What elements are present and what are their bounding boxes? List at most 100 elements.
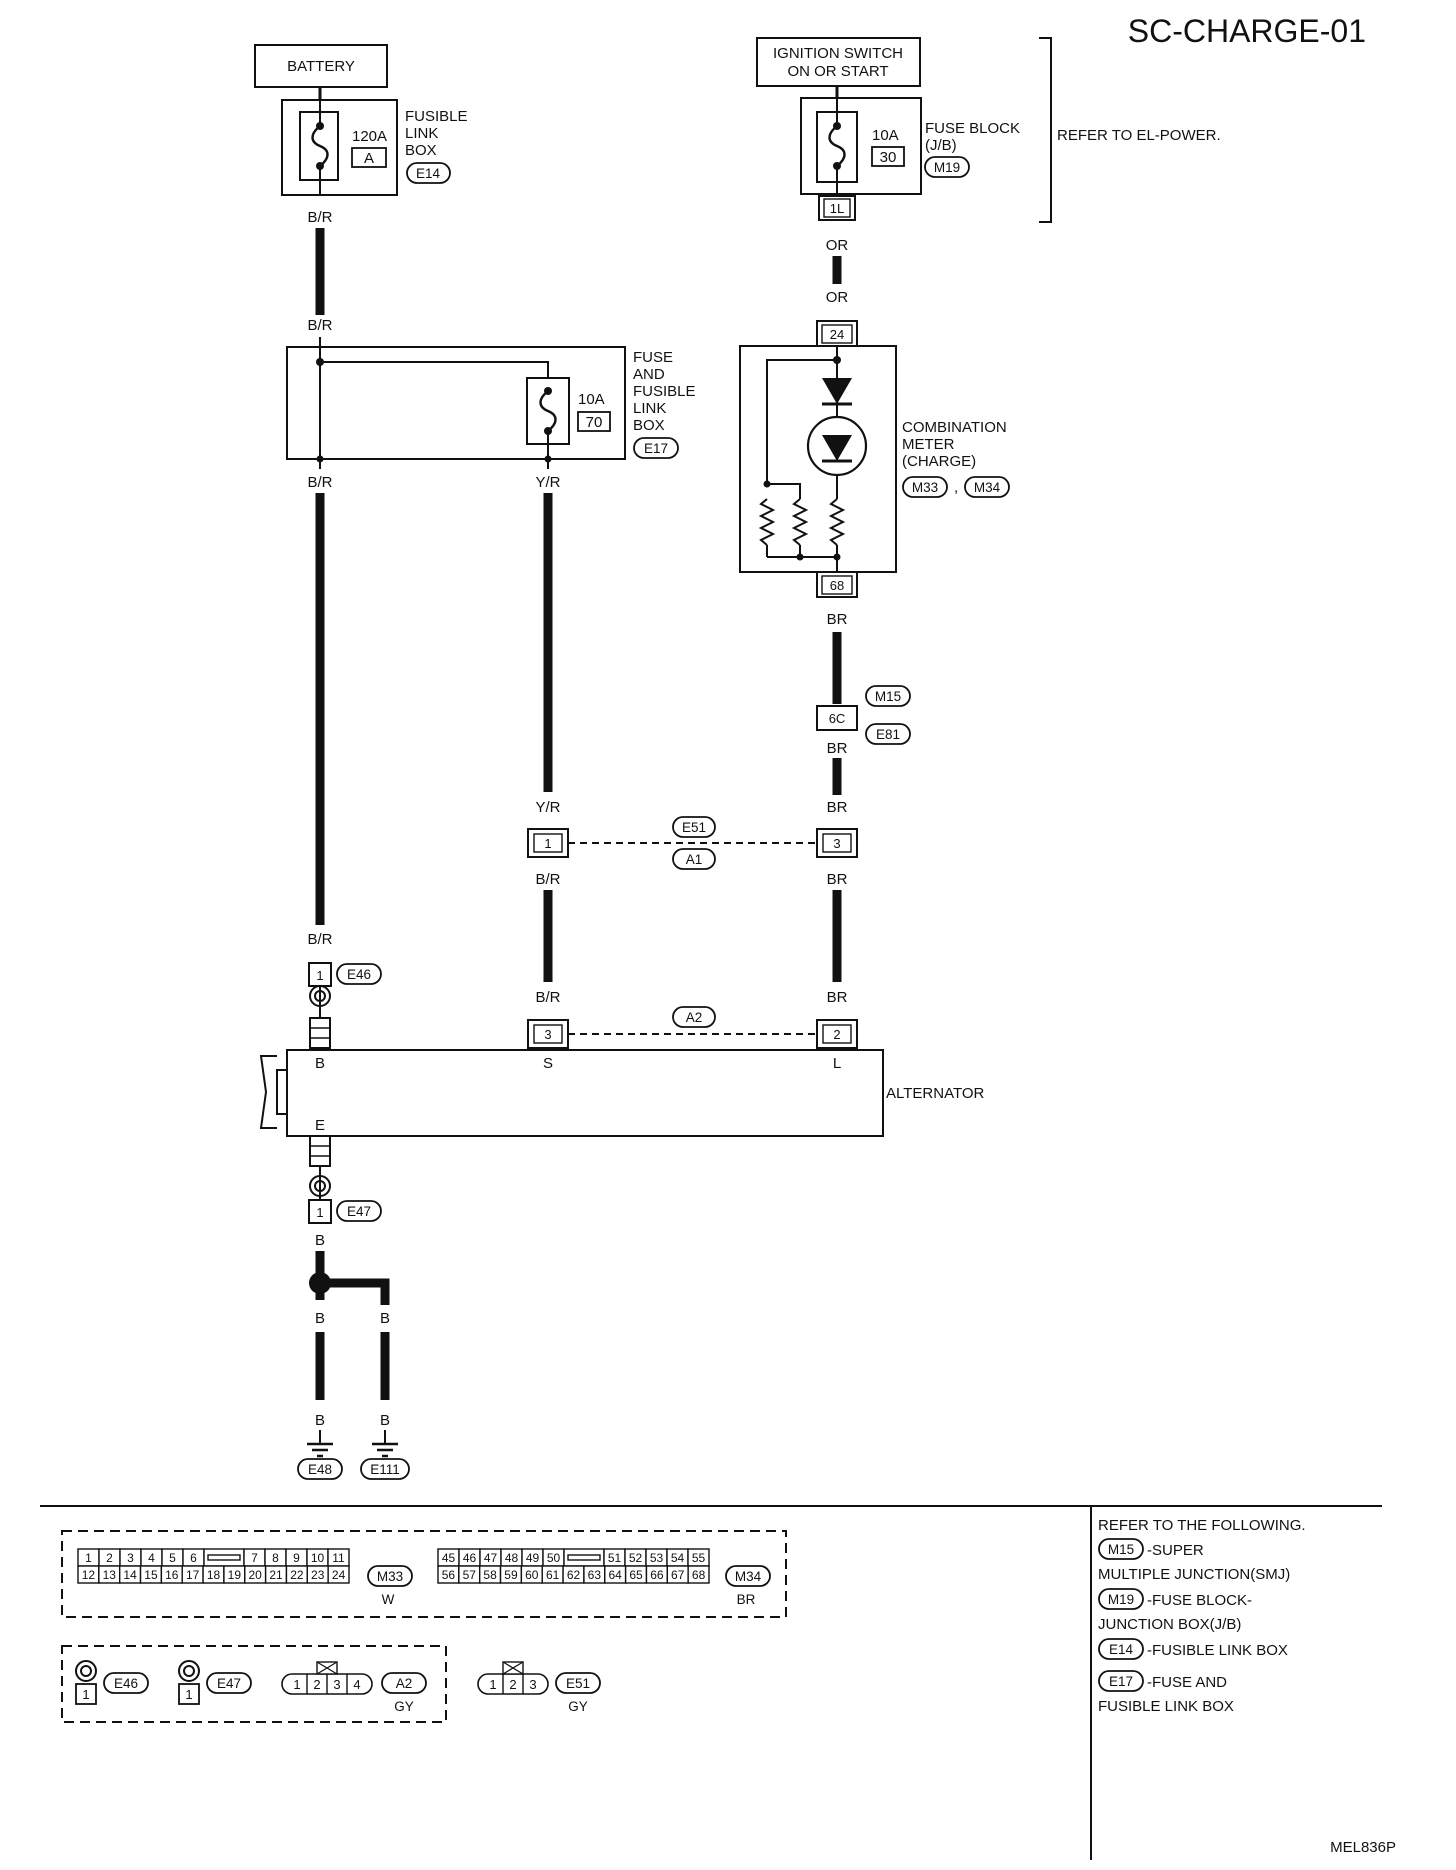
connector-pin-number: 61 (546, 1568, 560, 1582)
connector-e17: E17 (644, 441, 668, 456)
wire-color-br-5: B/R (535, 871, 560, 888)
connector-e47: E47 (347, 1204, 371, 1219)
e46-pin: 1 (316, 968, 323, 983)
terminal-b: B (315, 1055, 325, 1072)
connector-pin-number: 49 (526, 1551, 540, 1565)
connector-pin-number: 24 (332, 1568, 346, 1582)
e51-pin-1: 1 (544, 836, 551, 851)
connector-pin-number: 6 (190, 1551, 197, 1565)
connector-pin-number: 13 (103, 1568, 117, 1582)
connector-pin-number: 3 (127, 1551, 134, 1565)
legend-conn: M19 (1108, 1592, 1134, 1607)
legend-line1: -FUSE BLOCK- (1147, 1592, 1252, 1609)
connector-pin-number: 1 (489, 1677, 496, 1692)
e17-label-5: BOX (633, 417, 665, 434)
connector-pin-number: 56 (442, 1568, 456, 1582)
connector-pin-number: 23 (311, 1568, 325, 1582)
connector-pin-number: 52 (629, 1551, 643, 1565)
connector-pin-number: 47 (484, 1551, 498, 1565)
legend-item-e14: E14 -FUSIBLE LINK BOX (1098, 1638, 1288, 1660)
connector-pin-number: 22 (290, 1568, 304, 1582)
e17-label-2: AND (633, 366, 665, 383)
main-fuse-id: A (364, 150, 374, 167)
wire-color-or-2: OR (826, 289, 849, 306)
resistor-icon (758, 498, 776, 546)
connector-pin-number: 11 (332, 1551, 345, 1565)
ignition-label-1: IGNITION SWITCH (773, 45, 903, 62)
resistor-icon (828, 498, 846, 546)
e47-pin: 1 (316, 1205, 323, 1220)
legend-conn: M15 (1108, 1542, 1134, 1557)
connector-pin-number: 12 (82, 1568, 96, 1582)
sense-fuse-id: 70 (586, 414, 603, 431)
connector-e51: E51 (682, 820, 706, 835)
meter-label-1: COMBINATION (902, 419, 1007, 436)
connector-m33: M33 (912, 480, 938, 495)
connector-pin-number: 4 (353, 1677, 360, 1692)
connector-pin-number: 4 (148, 1551, 155, 1565)
connector-latch (567, 1554, 601, 1561)
wire-color-br-2: B/R (307, 317, 332, 334)
fuse-block-label-2: (J/B) (925, 137, 957, 154)
fuse-and-fusible-link-box: 10A 70 (286, 337, 626, 469)
wire-color-b-1: B (315, 1232, 325, 1249)
view-a2-color: GY (394, 1699, 414, 1714)
battery-label: BATTERY (287, 58, 355, 75)
connector-pin-number: 1 (293, 1677, 300, 1692)
connector-pin-number: 2 (313, 1677, 320, 1692)
battery-block: BATTERY (254, 44, 388, 88)
fusible-link-label-3: BOX (405, 142, 437, 159)
connector-e81: E81 (876, 727, 900, 742)
wire-color-br-6: B/R (535, 989, 560, 1006)
connector-views-group-1 (61, 1530, 787, 1618)
view-e47-pin: 1 (185, 1687, 192, 1702)
connector-views-group-2 (61, 1645, 447, 1723)
wire-color-b-4: B (315, 1412, 325, 1429)
connector-pin-number: 51 (608, 1551, 622, 1565)
wire-color-yr-1: Y/R (535, 474, 560, 491)
view-e46-pin: 1 (82, 1687, 89, 1702)
view-m34-label: M34 (735, 1569, 762, 1584)
connector-pin-number: 15 (144, 1568, 158, 1582)
view-m33-color: W (382, 1592, 395, 1607)
diagram-title: SC-CHARGE-01 (1128, 13, 1366, 49)
connector-e111: E111 (370, 1462, 400, 1477)
alt-pin-3: 3 (544, 1027, 551, 1042)
terminal-s: S (543, 1055, 553, 1072)
combination-meter (739, 345, 897, 573)
connector-pin-number: 67 (671, 1568, 685, 1582)
connector-e48: E48 (308, 1462, 332, 1477)
connector-a2-row: 3 2 A2 (527, 1006, 858, 1049)
connector-pin-number: 2 (509, 1677, 516, 1692)
fuse-block-jb: 10A 30 (800, 97, 922, 195)
connector-pin-number: 19 (228, 1568, 242, 1582)
connector-a1: A1 (686, 852, 703, 867)
connector-pin-number: 50 (547, 1551, 561, 1565)
view-e46-label: E46 (114, 1676, 138, 1691)
connector-pin-number: 48 (505, 1551, 519, 1565)
connector-pin-number: 1 (85, 1551, 92, 1565)
connector-pin-number: 63 (588, 1568, 602, 1582)
ignition-switch-block: IGNITION SWITCH ON OR START (756, 37, 921, 87)
terminal-e: E (315, 1117, 325, 1134)
ignition-label-2: ON OR START (787, 63, 888, 80)
connector-cavity (327, 1565, 350, 1584)
legend-line1: -FUSIBLE LINK BOX (1147, 1642, 1288, 1659)
legend-item-e17: E17 -FUSE AND FUSIBLE LINK BOX (1098, 1670, 1234, 1715)
main-fuse-rating: 120A (352, 128, 387, 145)
wire-color-b-2: B (315, 1310, 325, 1327)
ign-fuse-id: 30 (880, 149, 897, 166)
meter-label-2: METER (902, 436, 955, 453)
sense-fuse-rating: 10A (578, 391, 605, 408)
pulley-icon (259, 1055, 277, 1129)
wire-color-br-3: B/R (307, 474, 332, 491)
connector-pin-number: 55 (692, 1551, 706, 1565)
wire-color-br-a: BR (827, 611, 848, 628)
diode-icon (822, 378, 852, 404)
connector-m19: M19 (934, 160, 960, 175)
connector-pin-number: 57 (463, 1568, 477, 1582)
e17-label-4: LINK (633, 400, 666, 417)
